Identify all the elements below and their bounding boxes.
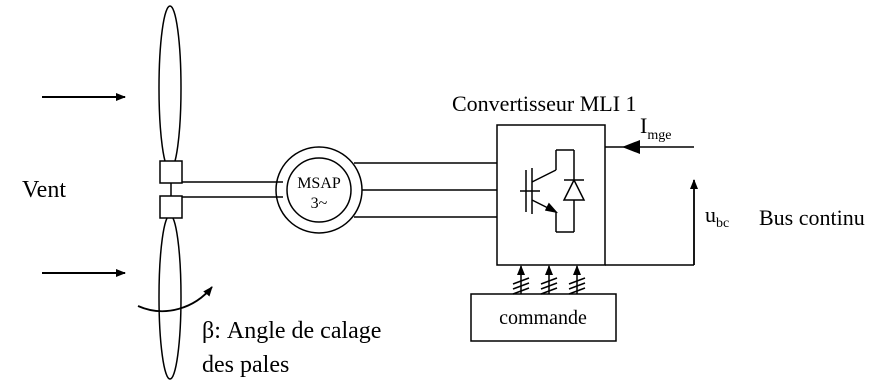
hub-upper xyxy=(159,160,183,184)
control-box xyxy=(470,293,617,342)
pitch-label-line2: des pales xyxy=(202,352,289,378)
hub-lower xyxy=(159,195,183,219)
shaft xyxy=(182,181,283,198)
generator-msap: MSAP 3~ xyxy=(275,146,363,234)
generator-label: MSAP xyxy=(297,175,341,192)
control-label: commande xyxy=(499,307,587,329)
generator-phase-label: 3~ xyxy=(311,195,328,212)
wind-arrows xyxy=(42,93,126,277)
three-phase-lines xyxy=(354,162,497,218)
generator-inner-circle xyxy=(286,157,352,223)
blade-bottom xyxy=(158,214,182,380)
control-signals xyxy=(512,265,586,295)
turbine-rotor xyxy=(158,5,183,380)
dc-bus-label: Bus continu xyxy=(759,205,865,230)
pitch-arrow xyxy=(137,286,213,313)
igbt-diode-symbol xyxy=(520,149,586,233)
current-label: Imge xyxy=(640,113,671,143)
voltage-label: ubc xyxy=(705,202,729,231)
converter-box xyxy=(496,124,606,266)
pitch-label-line1: β: Angle de calage xyxy=(202,318,381,344)
converter-title: Convertisseur MLI 1 xyxy=(452,91,637,116)
blade-top xyxy=(158,5,182,171)
dc-bus-lines xyxy=(605,146,694,266)
current-arrow xyxy=(622,140,640,154)
wind-label: Vent xyxy=(22,177,66,203)
